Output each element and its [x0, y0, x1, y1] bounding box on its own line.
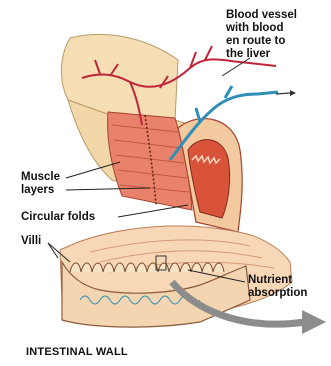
label-circular-folds: Circular folds	[21, 211, 131, 224]
absorption-arrowhead	[302, 310, 326, 334]
label-nutrient-absorption: Nutrient absorption	[248, 274, 328, 300]
label-blood-vessel: Blood vessel with blood en route to the …	[226, 9, 330, 61]
diagram-title: INTESTINAL WALL	[26, 346, 206, 359]
label-villi: Villi	[21, 235, 61, 248]
label-muscle-layers: Muscle layers	[21, 171, 91, 197]
vessel-arrowhead	[290, 90, 296, 96]
